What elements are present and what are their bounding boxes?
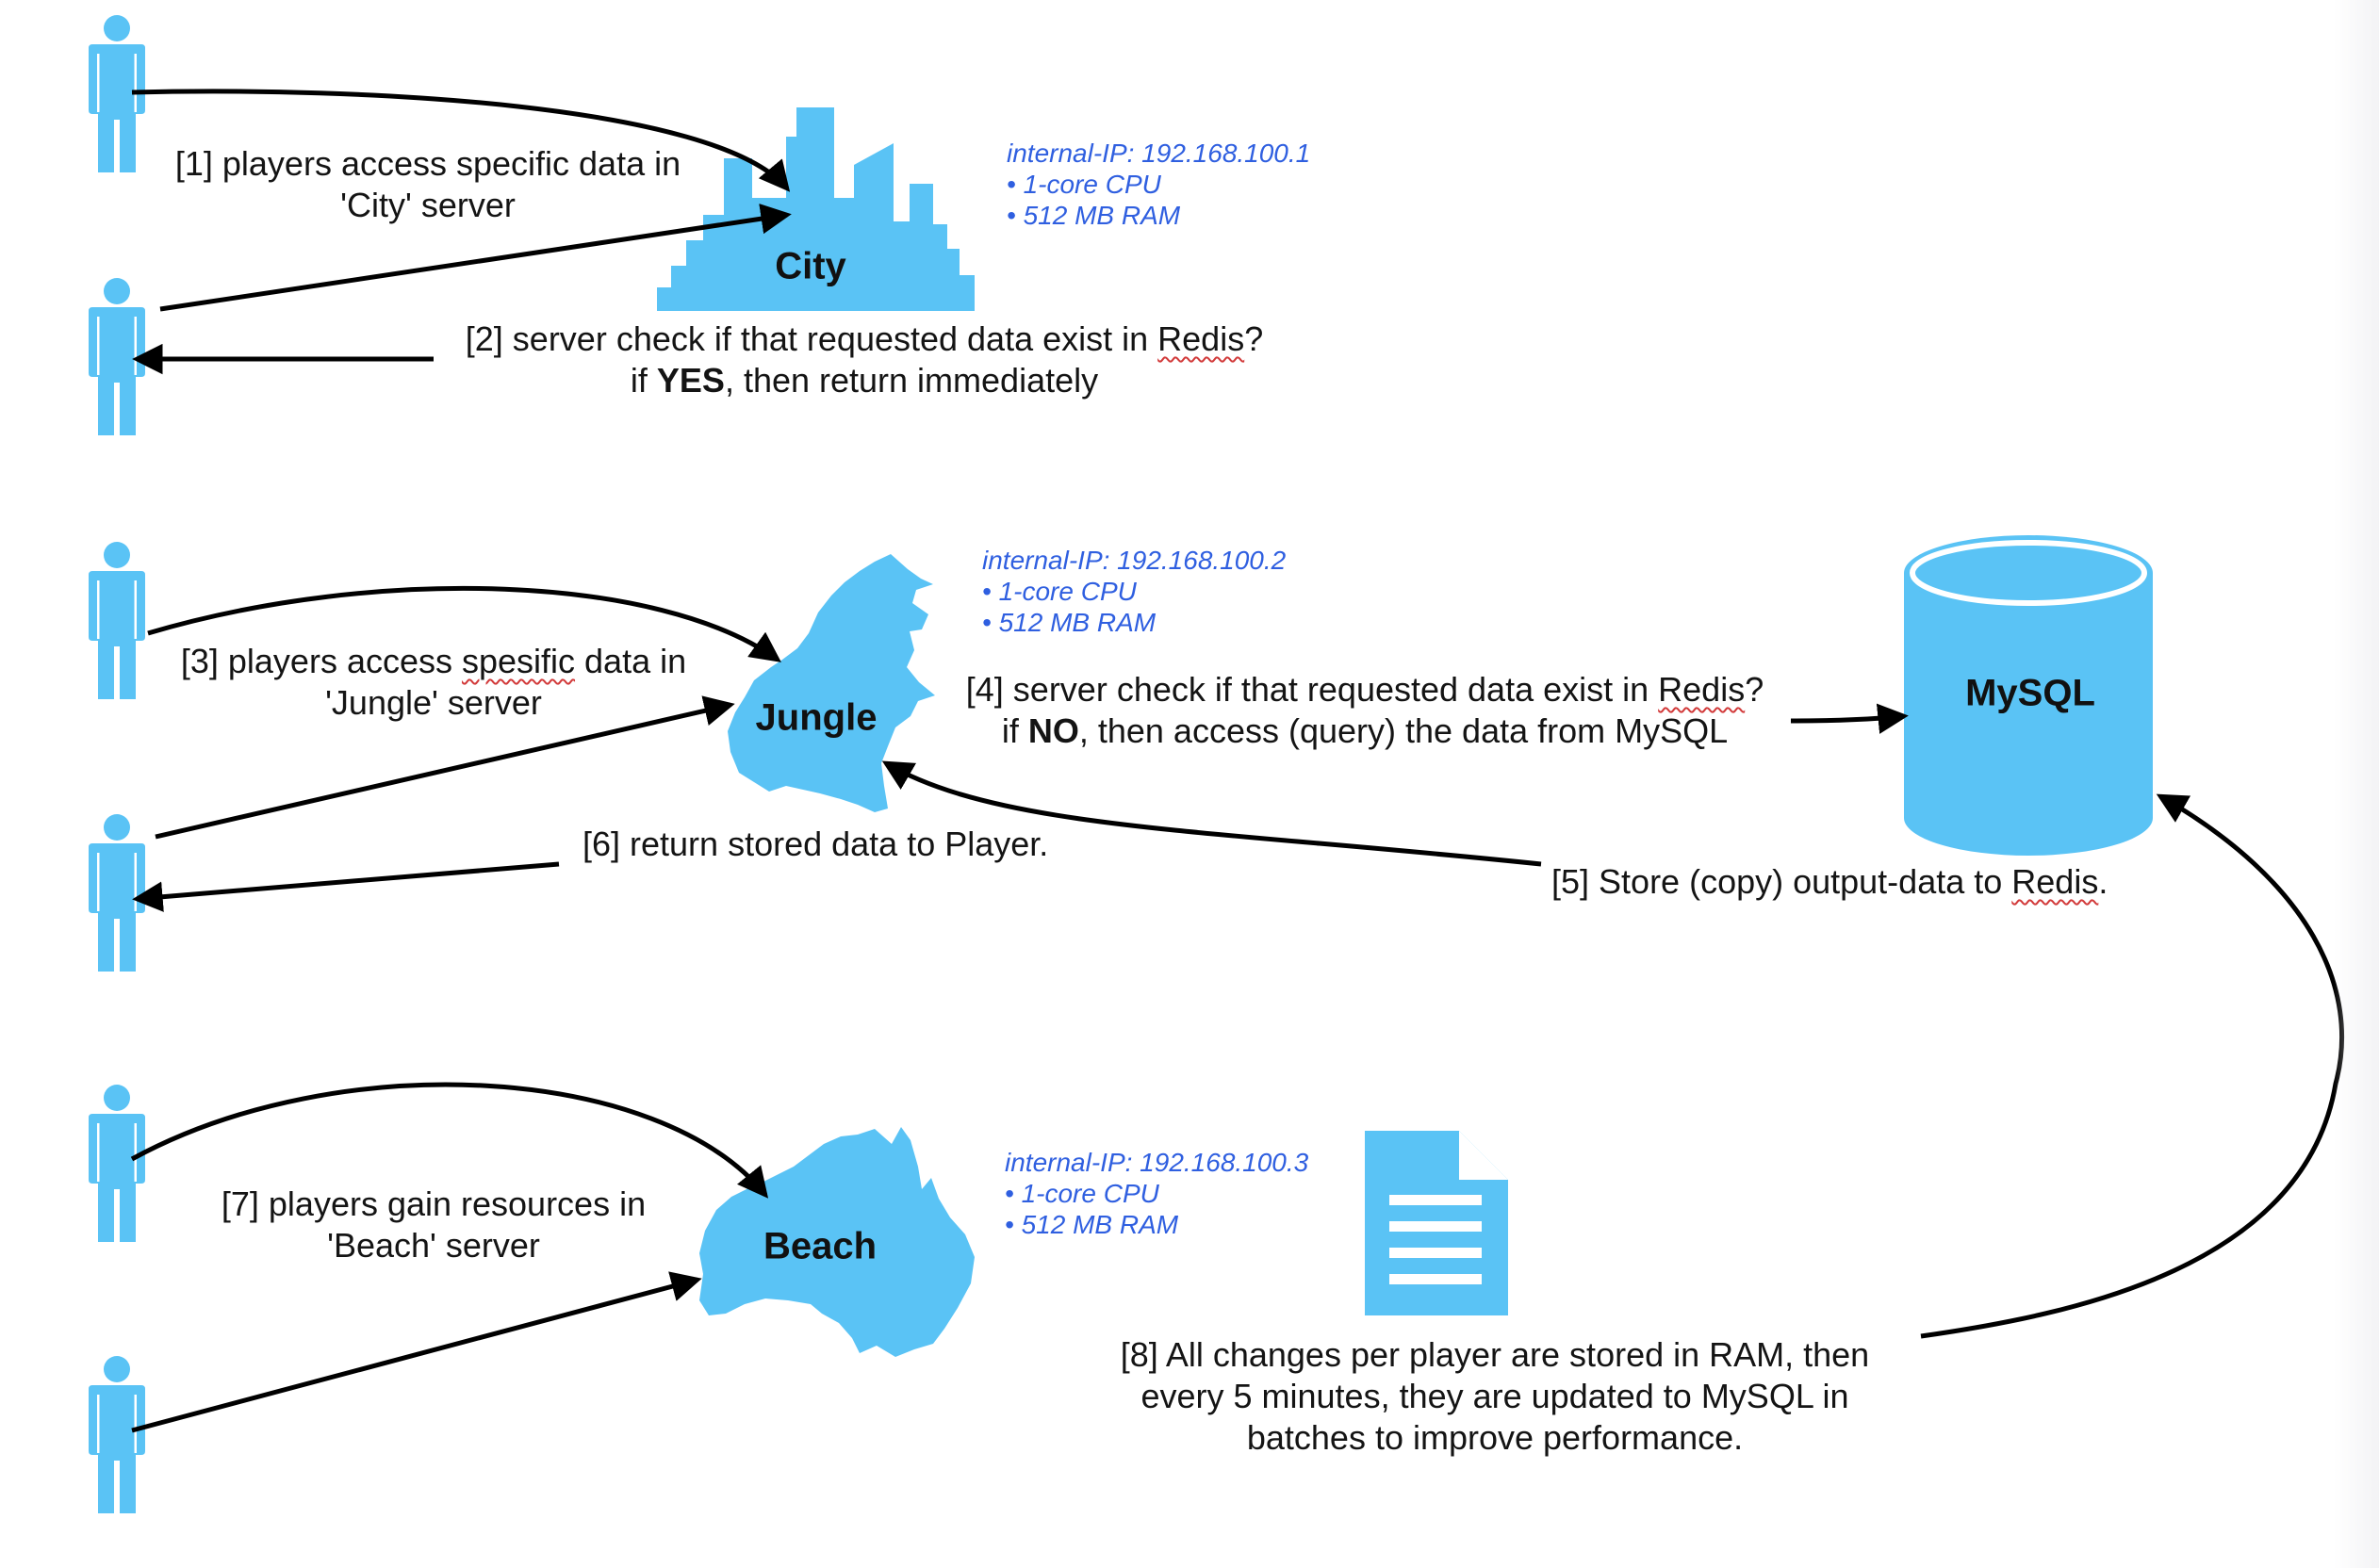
person-icon [89,542,145,699]
city-skyline-icon [657,107,975,311]
document-icon [1365,1129,1510,1315]
beach-label: Beach [763,1225,878,1267]
arrow-8-to-beach [131,1271,702,1433]
mysql-label: MySQL [1965,672,2095,714]
step-5-label: [5] Store (copy) output-data to Redis. [1551,862,2108,901]
jungle-label: Jungle [755,696,878,739]
arrow-mysql-to-jungle [881,760,1542,867]
jungle-island-icon [728,554,935,812]
jungle-ip: internal-IP: 192.168.100.2 [982,546,1287,575]
city-cpu: • 1-core CPU [1007,170,1161,199]
arrow-3-to-jungle [147,585,781,662]
step-6-label: [6] return stored data to Player. [582,825,1049,863]
step-3-label: [3] players access spesific data in 'Jun… [180,642,687,722]
arrow-batch-to-mysql [1920,793,2344,1339]
step-7-label: [7] players gain resources in 'Beach' se… [221,1184,647,1265]
arrow-jungle-return [132,861,560,912]
beach-specs: internal-IP: 192.168.100.3 • 1-core CPU … [1005,1147,1308,1240]
step-2-label: [2] server check if that requested data … [465,319,1264,400]
step-8-label: [8] All changes per player are stored in… [1120,1335,1870,1457]
city-ip: internal-IP: 192.168.100.1 [1007,139,1311,168]
beach-cpu: • 1-core CPU [1005,1179,1159,1208]
beach-ram: • 512 MB RAM [1005,1210,1179,1239]
person-icon [89,1085,145,1242]
database-cylinder-icon [1904,535,2153,856]
jungle-specs: internal-IP: 192.168.100.2 • 1-core CPU … [982,545,1286,638]
step-1-label: [1] players access specific data in 'Cit… [174,144,681,224]
arrow-7-to-beach [130,1082,769,1199]
arrow-4-to-jungle [155,695,735,840]
city-ram: • 512 MB RAM [1007,201,1181,230]
jungle-ram: • 512 MB RAM [982,608,1157,637]
arrow-2-to-city [159,204,792,312]
window-edge [2334,0,2379,1568]
person-icon [89,1356,145,1513]
arrow-1-to-city [131,89,791,192]
step-4-label: [4] server check if that requested data … [965,670,1764,750]
city-label: City [775,245,846,287]
arrow-jungle-to-mysql [1790,703,1909,734]
city-specs: internal-IP: 192.168.100.1 • 1-core CPU … [1007,138,1310,231]
person-icon [89,814,145,972]
jungle-cpu: • 1-core CPU [982,577,1137,606]
beach-ip: internal-IP: 192.168.100.3 [1005,1148,1309,1177]
